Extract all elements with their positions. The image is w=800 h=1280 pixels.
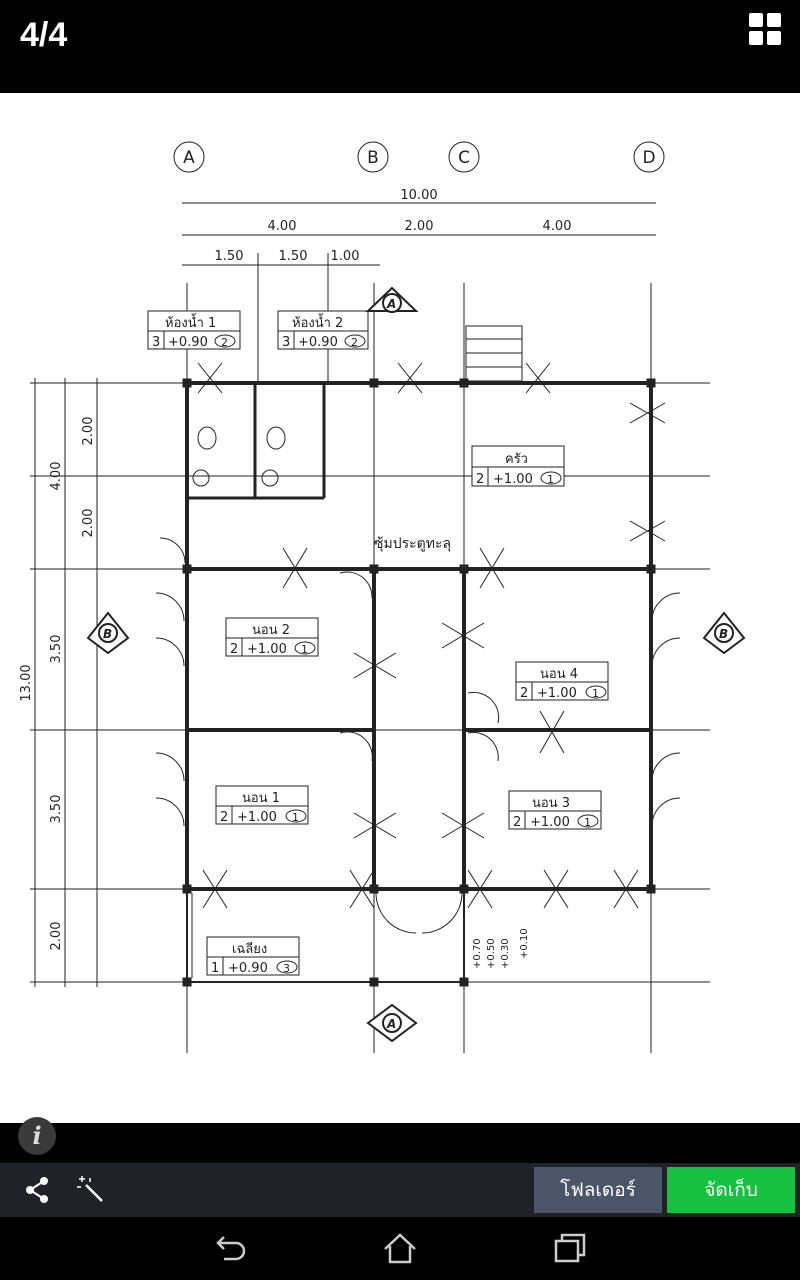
room-tag: 3 bbox=[152, 335, 160, 350]
section-letter: B bbox=[719, 627, 728, 641]
dim-row3-2: 1.50 bbox=[279, 249, 308, 264]
share-icon[interactable] bbox=[20, 1173, 54, 1207]
stair-level-2: +0.50 bbox=[486, 938, 497, 969]
room-mark: 1 bbox=[584, 816, 591, 829]
room-bedroom-1: นอน 1 2 +1.00 1 bbox=[215, 785, 309, 825]
room-mark: 1 bbox=[547, 473, 554, 486]
dim-row3-3: 1.00 bbox=[331, 249, 360, 264]
folder-button[interactable]: โฟลเดอร์ bbox=[534, 1167, 662, 1213]
section-marker-a-bottom: A bbox=[366, 1003, 418, 1043]
recents-icon[interactable] bbox=[550, 1229, 590, 1269]
dim-left-5: 2.00 bbox=[49, 922, 64, 951]
room-tag: 1 bbox=[211, 961, 219, 976]
axis-label-b: B bbox=[367, 148, 379, 168]
image-counter: 4/4 bbox=[20, 16, 68, 54]
room-bathroom-1: ห้องน้ำ 1 3 +0.90 2 bbox=[147, 310, 241, 350]
dim-row2-3: 4.00 bbox=[543, 219, 572, 234]
section-letter: A bbox=[386, 1017, 396, 1031]
room-veranda: เฉลียง 1 +0.90 3 bbox=[206, 936, 300, 976]
system-nav-bar bbox=[0, 1217, 800, 1280]
dim-row2-2: 2.00 bbox=[405, 219, 434, 234]
stair-level-4: +0.10 bbox=[519, 928, 530, 959]
room-name: เฉลียง bbox=[232, 941, 267, 957]
room-level: +0.90 bbox=[298, 335, 338, 350]
dim-left-1: 2.00 bbox=[81, 417, 96, 446]
section-marker-a-top: A bbox=[365, 286, 419, 313]
room-kitchen: ครัว 2 +1.00 1 bbox=[471, 445, 565, 487]
save-button[interactable]: จัดเก็บ bbox=[667, 1167, 795, 1213]
floor-plan-drawing: A B C D 10.00 4.00 2.00 4.00 1.50 1.50 1… bbox=[19, 141, 746, 1053]
section-letter: B bbox=[103, 627, 112, 641]
room-mark: 1 bbox=[301, 643, 308, 656]
action-bar: โฟลเดอร์ จัดเก็บ bbox=[0, 1163, 800, 1217]
grid-view-icon[interactable] bbox=[748, 12, 782, 46]
dim-left-total: 13.00 bbox=[19, 664, 34, 701]
dim-left-2: 2.00 bbox=[81, 509, 96, 538]
room-tag: 2 bbox=[476, 472, 484, 487]
room-name: ห้องน้ำ 1 bbox=[165, 313, 216, 331]
room-bathroom-2: ห้องน้ำ 2 3 +0.90 2 bbox=[277, 310, 369, 350]
dim-left-mid: 4.00 bbox=[49, 462, 64, 491]
room-tag: 2 bbox=[230, 642, 238, 657]
axis-label-c: C bbox=[458, 148, 470, 168]
room-tag: 2 bbox=[513, 815, 521, 830]
section-marker-b-left: B bbox=[86, 611, 130, 655]
dim-row3-1: 1.50 bbox=[215, 249, 244, 264]
section-letter: A bbox=[386, 297, 396, 311]
room-level: +0.90 bbox=[168, 335, 208, 350]
axis-label-a: A bbox=[183, 148, 195, 168]
room-name: ห้องน้ำ 2 bbox=[292, 313, 343, 331]
room-tag: 3 bbox=[282, 335, 290, 350]
room-bedroom-4: นอน 4 2 +1.00 1 bbox=[515, 661, 609, 701]
room-bedroom-2: นอน 2 2 +1.00 1 bbox=[225, 617, 319, 657]
room-mark: 3 bbox=[283, 962, 290, 975]
room-mark: 2 bbox=[221, 336, 228, 349]
room-name: ครัว bbox=[505, 452, 528, 467]
room-level: +1.00 bbox=[537, 686, 577, 701]
room-tag: 2 bbox=[220, 810, 228, 825]
dim-left-4: 3.50 bbox=[49, 795, 64, 824]
dim-left-3: 3.50 bbox=[49, 635, 64, 664]
info-icon[interactable]: i bbox=[18, 1117, 56, 1155]
room-level: +1.00 bbox=[493, 472, 533, 487]
room-name: นอน 2 bbox=[252, 623, 290, 638]
room-tag: 2 bbox=[520, 686, 528, 701]
stair-level-1: +0.70 bbox=[472, 938, 483, 969]
room-name: นอน 3 bbox=[532, 796, 570, 811]
home-icon[interactable] bbox=[380, 1229, 420, 1269]
room-bedroom-3: นอน 3 2 +1.00 1 bbox=[508, 790, 602, 830]
room-level: +1.00 bbox=[530, 815, 570, 830]
room-level: +1.00 bbox=[247, 642, 287, 657]
room-mark: 1 bbox=[292, 811, 299, 824]
magic-wand-icon[interactable] bbox=[74, 1173, 108, 1207]
dim-total-width: 10.00 bbox=[400, 188, 437, 203]
room-mark: 1 bbox=[592, 687, 599, 700]
room-name: นอน 4 bbox=[540, 667, 578, 682]
image-viewer[interactable]: A B C D 10.00 4.00 2.00 4.00 1.50 1.50 1… bbox=[0, 93, 800, 1123]
dim-row2-1: 4.00 bbox=[268, 219, 297, 234]
back-icon[interactable] bbox=[210, 1229, 250, 1269]
section-marker-b-right: B bbox=[702, 611, 746, 655]
corridor-label: ซุ้มประตูทะลุ bbox=[374, 536, 451, 552]
stair-level-3: +0.30 bbox=[500, 938, 511, 969]
room-name: นอน 1 bbox=[242, 791, 280, 806]
top-bar: 4/4 bbox=[0, 0, 800, 93]
room-level: +0.90 bbox=[228, 961, 268, 976]
room-level: +1.00 bbox=[237, 810, 277, 825]
room-mark: 2 bbox=[351, 336, 358, 349]
axis-label-d: D bbox=[642, 148, 655, 168]
